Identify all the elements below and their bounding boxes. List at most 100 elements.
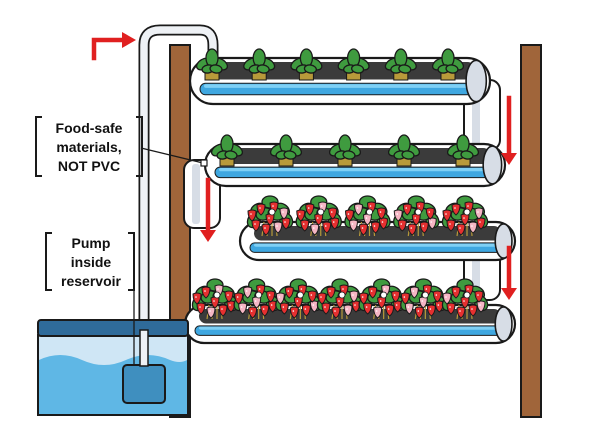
strawberry <box>248 306 258 319</box>
seed <box>213 300 215 302</box>
seed <box>245 290 248 292</box>
leaf <box>299 48 314 68</box>
strawberry <box>307 290 317 303</box>
seed <box>282 306 285 308</box>
strawberry <box>238 302 248 315</box>
seed <box>217 288 219 290</box>
strawberry <box>305 203 315 216</box>
strawberry <box>446 302 456 315</box>
seed <box>221 308 223 310</box>
seed <box>407 306 410 308</box>
strawberry <box>300 219 310 232</box>
seed <box>268 294 271 296</box>
pump-line-1: Pump <box>72 235 111 251</box>
strawberry <box>391 290 401 303</box>
seed <box>227 294 229 296</box>
seed <box>320 296 322 298</box>
strawberry <box>310 223 320 236</box>
seedling-icon <box>446 134 480 167</box>
strawberry-plant-icon <box>344 195 391 237</box>
leaf <box>397 134 411 154</box>
seed <box>467 205 469 207</box>
seed <box>477 211 479 213</box>
strawberry <box>373 306 383 319</box>
seed <box>240 306 243 308</box>
seed <box>454 290 456 292</box>
seed <box>310 294 313 296</box>
strawberry-plant-icon <box>246 195 294 237</box>
tube-row-1-end-cap <box>465 59 488 103</box>
tube-row-4-water-shine <box>199 326 501 330</box>
seed <box>479 304 481 306</box>
strawberry <box>279 207 289 220</box>
strawberry <box>322 221 332 234</box>
seed <box>381 221 384 223</box>
seed <box>276 225 278 227</box>
food-safe-line-3: NOT PVC <box>58 158 120 174</box>
seed <box>262 308 265 310</box>
tube-row-4-end-cap <box>494 306 513 342</box>
seed <box>383 288 386 290</box>
seed <box>405 207 408 209</box>
leaf <box>346 48 361 68</box>
flower <box>255 291 263 299</box>
seed <box>467 288 469 290</box>
strawberry-plant-icon <box>358 278 405 320</box>
strawberry <box>451 286 461 299</box>
seedling-icon <box>210 134 244 167</box>
seed <box>298 213 301 215</box>
leaf <box>401 150 415 160</box>
leaf <box>220 134 234 154</box>
seed <box>435 294 438 296</box>
seedling-icon <box>328 134 362 167</box>
seed <box>471 225 473 227</box>
strawberry <box>393 300 403 313</box>
seed <box>429 308 432 310</box>
strawberry <box>370 221 381 234</box>
seed <box>454 207 456 209</box>
seed <box>272 205 274 207</box>
flower <box>317 208 325 216</box>
tube-row-2-end-cap <box>482 145 503 185</box>
pump-outlet-pipe <box>139 329 149 367</box>
seed <box>312 227 315 229</box>
seed <box>346 308 348 310</box>
tube-row-2-water-shine <box>219 167 491 172</box>
strawberry <box>296 209 306 222</box>
seed <box>352 294 354 296</box>
seed <box>400 223 403 225</box>
flower <box>421 291 429 299</box>
flower <box>380 291 388 299</box>
seed <box>264 227 266 229</box>
leaf <box>338 134 352 154</box>
seedling-icon <box>243 48 276 81</box>
food-safe-line-1: Food-safe <box>56 120 123 136</box>
seed <box>268 217 270 219</box>
strawberry <box>476 300 486 313</box>
strawberry <box>224 290 234 303</box>
seed <box>324 225 327 227</box>
strawberry <box>468 221 478 234</box>
tube-row-1-water-shine <box>204 84 476 88</box>
seed <box>354 304 356 306</box>
strawberry <box>451 203 461 216</box>
seed <box>342 288 344 290</box>
seed <box>250 310 253 312</box>
leaf <box>209 64 223 74</box>
seed <box>292 310 295 312</box>
strawberry <box>407 223 417 236</box>
strawberry-plant-icon <box>233 278 280 320</box>
strawberry <box>301 304 311 317</box>
leaf <box>441 48 455 68</box>
strawberry <box>192 292 202 305</box>
seed <box>302 223 305 225</box>
seed <box>387 308 390 310</box>
strawberry <box>351 300 361 313</box>
strawberry <box>234 292 244 305</box>
seed <box>270 304 273 306</box>
seed <box>324 306 326 308</box>
reservoir <box>37 319 189 416</box>
seed <box>351 223 354 225</box>
